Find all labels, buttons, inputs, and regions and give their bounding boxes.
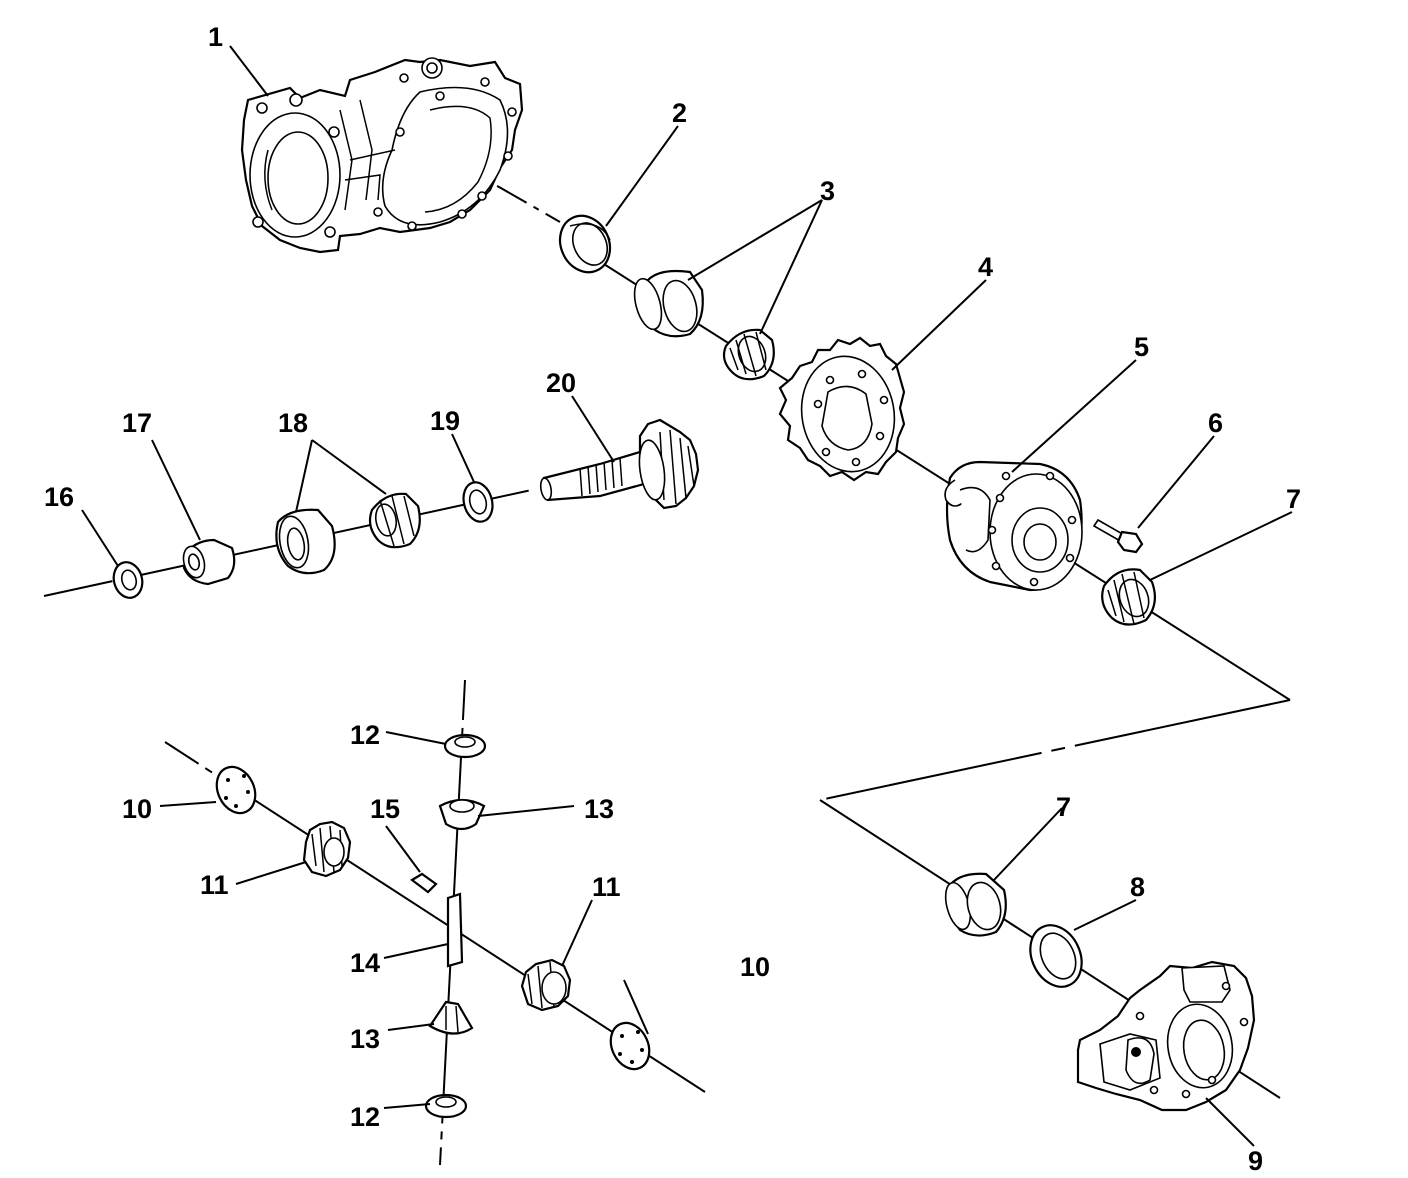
callout-8: 8	[1130, 872, 1145, 902]
pinion-nut-16	[112, 561, 144, 599]
pin-15	[410, 872, 438, 894]
callout-11-upper: 11	[200, 870, 229, 900]
pinion-bearing-18	[275, 492, 421, 575]
bearing-cup-7	[944, 872, 1007, 937]
bearing-3	[633, 269, 775, 381]
seal-8	[1029, 924, 1083, 988]
bearing-cone-7	[1101, 568, 1157, 626]
callout-10-lower: 10	[740, 952, 770, 982]
callout-10-upper: 10	[122, 794, 152, 824]
callout-18: 18	[278, 408, 308, 438]
pinion-bearing-19	[462, 481, 494, 523]
callout-14: 14	[350, 948, 380, 978]
callout-15: 15	[370, 794, 400, 824]
pinion-gear-13-lower	[428, 1000, 474, 1035]
callout-12-lower: 12	[350, 1102, 380, 1132]
callout-20: 20	[546, 368, 576, 398]
bolt-6	[1092, 518, 1144, 554]
bearing-cup-2	[558, 214, 612, 274]
callout-17: 17	[122, 408, 152, 438]
differential-case	[944, 460, 1083, 592]
callout-16: 16	[44, 482, 74, 512]
ring-gear	[778, 336, 906, 482]
callouts: 1 2 3 4 5 6 7 7 8 9 10 10 11 11 12 12 13…	[44, 22, 1301, 1176]
thrust-washer-10-upper	[215, 765, 257, 815]
callout-1: 1	[208, 22, 223, 52]
callout-19: 19	[430, 406, 460, 436]
leader-lines	[81, 45, 1293, 1147]
side-gear-11-upper	[302, 820, 352, 878]
side-gear-11-lower	[520, 958, 572, 1012]
side-housing	[1076, 960, 1256, 1112]
callout-12-upper: 12	[350, 720, 380, 750]
callout-2: 2	[672, 98, 687, 128]
axle-housing	[240, 57, 524, 254]
callout-6: 6	[1208, 408, 1223, 438]
drive-pinion-20	[539, 418, 700, 510]
thrust-washer-10-lower	[609, 1021, 651, 1071]
callout-13-lower: 13	[350, 1024, 380, 1054]
pinion-gear-13-upper	[438, 798, 486, 831]
pinion-flange-17	[182, 538, 236, 586]
callout-9: 9	[1248, 1146, 1263, 1176]
thrust-washer-12-lower	[424, 1093, 468, 1119]
callout-4: 4	[978, 252, 993, 282]
callout-7-upper: 7	[1286, 484, 1301, 514]
thrust-washer-12-upper	[443, 733, 487, 759]
callout-13-upper: 13	[584, 794, 614, 824]
callout-3: 3	[820, 176, 835, 206]
callout-11-lower: 11	[592, 872, 621, 902]
pinion-shaft-14	[446, 892, 464, 968]
callout-5: 5	[1134, 332, 1149, 362]
callout-7-lower: 7	[1056, 792, 1071, 822]
